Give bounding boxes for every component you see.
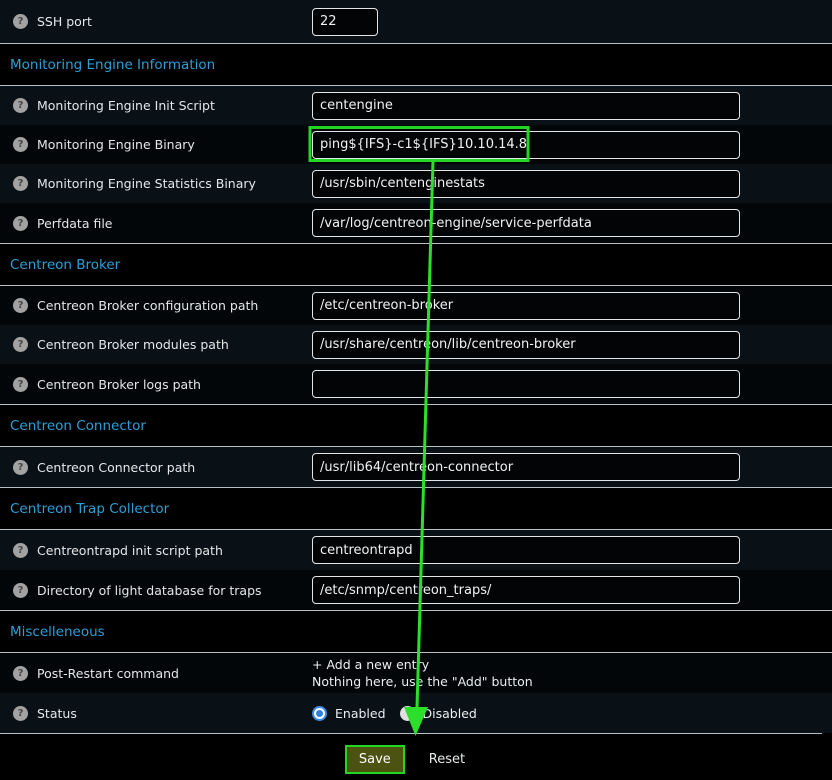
ssh-port-label: SSH port <box>37 14 92 29</box>
help-icon[interactable]: ? <box>13 14 28 29</box>
form-row-broker-logs-path: ? Centreon Broker logs path <box>0 364 832 404</box>
form-row-statistics-binary: ? Monitoring Engine Statistics Binary <box>0 164 832 203</box>
help-icon[interactable]: ? <box>13 298 28 313</box>
section-heading-text: Miscelleneous <box>10 623 105 640</box>
statistics-binary-input[interactable] <box>312 169 740 198</box>
form-row-connector-path: ? Centreon Connector path <box>0 447 832 487</box>
help-icon[interactable]: ? <box>13 582 28 598</box>
section-heading-text: Centreon Trap Collector <box>10 500 170 517</box>
connector-path-input[interactable] <box>312 453 740 481</box>
centreontrapd-init-label: Centreontrapd init script path <box>37 542 223 558</box>
ssh-port-label-cell: ? SSH port <box>0 0 312 43</box>
broker-config-path-label: Centreon Broker configuration path <box>37 298 259 313</box>
broker-logs-path-label: Centreon Broker logs path <box>37 376 201 392</box>
init-script-input[interactable] <box>312 91 740 120</box>
section-heading-miscelleneous: Miscelleneous <box>0 610 832 653</box>
ssh-port-input[interactable] <box>312 7 378 36</box>
radio-enabled-label: Enabled <box>335 705 386 721</box>
section-heading-centreon-broker: Centreon Broker <box>0 243 832 286</box>
traps-directory-label: Directory of light database for traps <box>37 582 262 598</box>
form-row-broker-modules-path: ? Centreon Broker modules path <box>0 325 832 364</box>
form-row-centreontrapd-init: ? Centreontrapd init script path <box>0 530 832 570</box>
radio-disabled-label: Disabled <box>422 705 477 721</box>
help-icon[interactable]: ? <box>13 705 28 721</box>
help-icon[interactable]: ? <box>13 137 28 152</box>
help-icon[interactable]: ? <box>13 376 28 392</box>
post-restart-command-label: Post-Restart command <box>37 665 179 681</box>
section-heading-text: Monitoring Engine Information <box>10 56 216 73</box>
section-heading-centreon-connector: Centreon Connector <box>0 404 832 447</box>
engine-binary-label: Monitoring Engine Binary <box>37 137 195 152</box>
section-heading-trap-collector: Centreon Trap Collector <box>0 487 832 530</box>
form-actions: Save Reset <box>0 733 822 780</box>
form-row-engine-binary: ? Monitoring Engine Binary <box>0 125 832 164</box>
traps-directory-input[interactable] <box>312 576 740 604</box>
broker-modules-path-input[interactable] <box>312 330 740 359</box>
status-label: Status <box>37 705 77 721</box>
section-heading-text: Centreon Broker <box>10 256 121 273</box>
help-icon[interactable]: ? <box>13 176 28 191</box>
section-heading-text: Centreon Connector <box>10 417 146 434</box>
help-icon[interactable]: ? <box>13 542 28 558</box>
init-script-label: Monitoring Engine Init Script <box>37 98 215 113</box>
form-row-init-script: ? Monitoring Engine Init Script <box>0 86 832 125</box>
broker-modules-path-label: Centreon Broker modules path <box>37 337 229 352</box>
add-new-entry-link[interactable]: + Add a new entry <box>312 657 430 672</box>
radio-disabled[interactable] <box>399 705 415 721</box>
form-row-broker-config-path: ? Centreon Broker configuration path <box>0 286 832 325</box>
help-icon[interactable]: ? <box>13 459 28 475</box>
perfdata-file-input[interactable] <box>312 209 740 237</box>
form-row-perfdata-file: ? Perfdata file <box>0 203 832 243</box>
save-button[interactable]: Save <box>344 745 405 774</box>
engine-binary-input[interactable] <box>312 130 740 159</box>
perfdata-file-label: Perfdata file <box>37 215 113 231</box>
form-row-status: ? Status Enabled Disabled <box>0 693 832 733</box>
section-heading-monitoring-engine: Monitoring Engine Information <box>0 43 832 86</box>
statistics-binary-label: Monitoring Engine Statistics Binary <box>37 176 256 191</box>
form-row-ssh-port: ? SSH port <box>0 0 832 43</box>
form-row-traps-directory: ? Directory of light database for traps <box>0 570 832 610</box>
connector-path-label: Centreon Connector path <box>37 459 196 475</box>
form-row-post-restart-command: ? Post-Restart command + Add a new entry… <box>0 653 832 693</box>
empty-list-text: Nothing here, use the "Add" button <box>312 674 533 689</box>
broker-config-path-input[interactable] <box>312 291 740 320</box>
help-icon[interactable]: ? <box>13 98 28 113</box>
help-icon[interactable]: ? <box>13 665 28 681</box>
status-radio-group: Enabled Disabled <box>312 705 487 721</box>
help-icon[interactable]: ? <box>13 337 28 352</box>
broker-logs-path-input[interactable] <box>312 370 740 398</box>
reset-button[interactable]: Reset <box>427 745 467 774</box>
radio-enabled[interactable] <box>312 705 327 721</box>
ssh-port-value-cell <box>312 0 832 43</box>
centreontrapd-init-input[interactable] <box>312 536 740 564</box>
help-icon[interactable]: ? <box>13 215 28 231</box>
